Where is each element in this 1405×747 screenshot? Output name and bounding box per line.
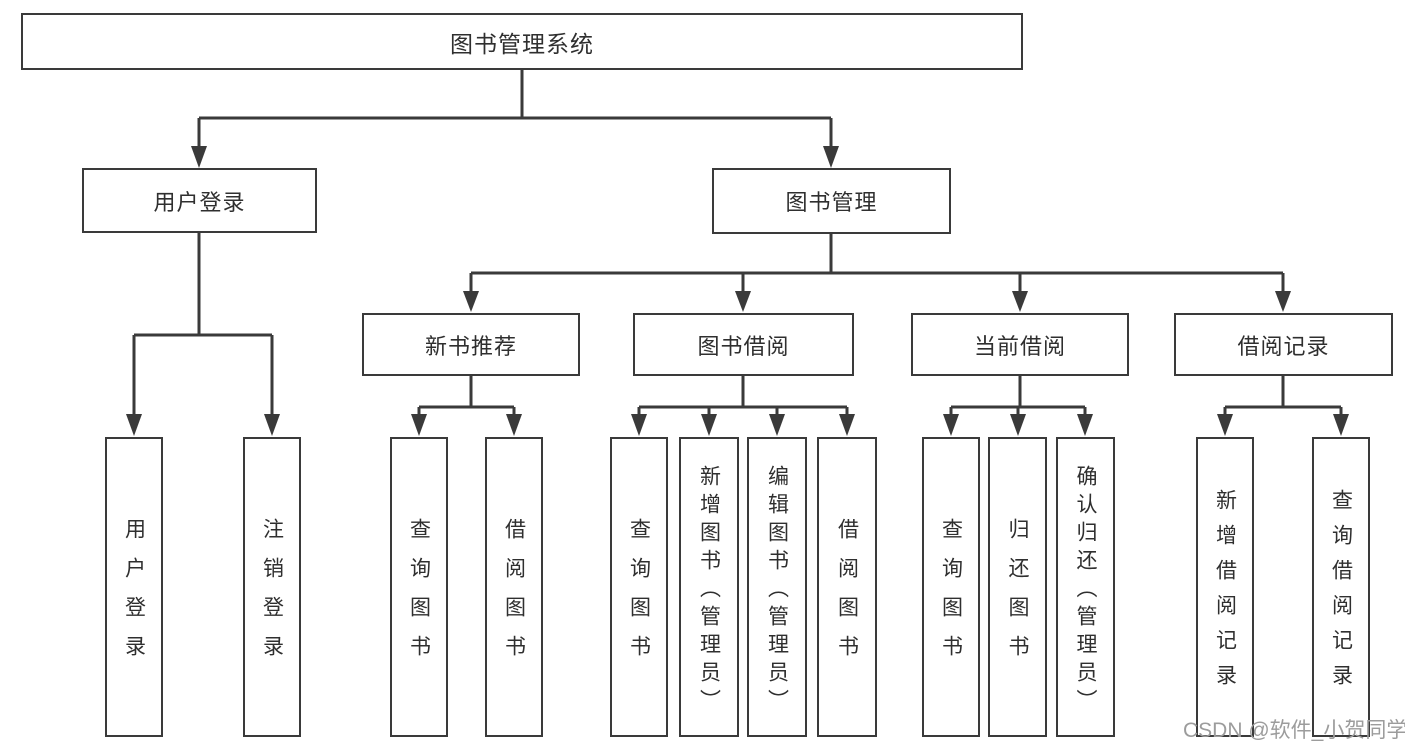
- leaf-label: 查询图书: [939, 518, 963, 674]
- csdn-watermark: CSDN @软件_小贺同学: [1183, 719, 1405, 742]
- leaf-user-login: 用户登录: [105, 437, 163, 737]
- node-label: 借阅记录: [1237, 333, 1330, 359]
- node-label: 图书借阅: [697, 333, 790, 359]
- leaf-logout: 注销登录: [243, 437, 301, 737]
- node-borrowing-records: 借阅记录: [1174, 313, 1393, 376]
- leaf-return-book: 归还图书: [988, 437, 1047, 737]
- node-library-management-system: 图书管理系统: [21, 13, 1023, 70]
- leaf-label: 查询图书: [407, 518, 431, 674]
- leaf-query-book-current: 查询图书: [922, 437, 980, 737]
- leaf-label: 借阅图书: [835, 518, 859, 674]
- node-label: 用户登录: [153, 189, 246, 215]
- leaf-add-borrow-record: 新增借阅记录: [1196, 437, 1254, 737]
- leaf-label: 编辑图书（管理员）: [765, 464, 789, 717]
- leaf-label: 查询图书: [627, 518, 651, 674]
- leaf-query-borrow-record: 查询借阅记录: [1312, 437, 1370, 737]
- node-current-borrowing: 当前借阅: [911, 313, 1129, 376]
- node-label: 图书管理系统: [450, 30, 594, 57]
- leaf-edit-book-admin: 编辑图书（管理员）: [747, 437, 807, 737]
- leaf-label: 借阅图书: [502, 518, 526, 674]
- leaf-label: 查询借阅记录: [1329, 489, 1353, 699]
- leaf-borrow-book-newbook: 借阅图书: [485, 437, 543, 737]
- leaf-label: 新增借阅记录: [1213, 489, 1237, 699]
- node-label: 图书管理: [785, 190, 878, 215]
- node-label: 新书推荐: [424, 333, 517, 359]
- arrowheads: [126, 146, 1349, 436]
- leaf-query-book-borrow: 查询图书: [610, 437, 668, 737]
- node-new-book-recommend: 新书推荐: [362, 313, 580, 376]
- leaf-label: 归还图书: [1006, 518, 1029, 674]
- node-book-borrowing: 图书借阅: [633, 313, 854, 376]
- leaf-label: 确认归还（管理员）: [1074, 464, 1097, 717]
- node-label: 当前借阅: [973, 333, 1066, 359]
- leaf-label: 注销登录: [260, 518, 284, 674]
- leaf-label: 用户登录: [122, 518, 146, 674]
- leaf-borrow-book: 借阅图书: [817, 437, 877, 737]
- node-user-login: 用户登录: [82, 168, 317, 233]
- leaf-query-book-newbook: 查询图书: [390, 437, 448, 737]
- leaf-add-book-admin: 新增图书（管理员）: [679, 437, 739, 737]
- leaf-label: 新增图书（管理员）: [697, 464, 721, 717]
- node-book-management: 图书管理: [712, 168, 951, 234]
- leaf-confirm-return-admin: 确认归还（管理员）: [1056, 437, 1115, 737]
